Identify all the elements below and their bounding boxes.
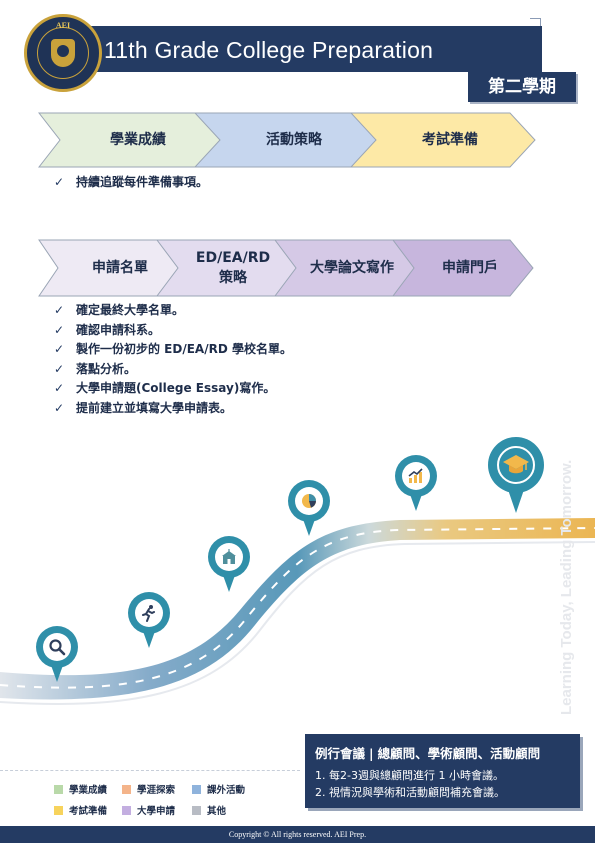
legend-divider: [0, 770, 300, 771]
meeting-box: 例行會議|總顧問、學術顧問、活動顧問 1. 每2-3週與總顧問進行 1 小時會議…: [305, 734, 580, 808]
chevron-label: 活動策略: [266, 132, 322, 148]
checkmark-icon: ✓: [54, 381, 65, 395]
milestone-pin-4: [288, 480, 330, 540]
meeting-list: 1. 每2-3週與總顧問進行 1 小時會議。 2. 視情況與學術和活動顧問補充會…: [315, 767, 505, 801]
list-item: ✓大學申請題(College Essay)寫作。: [54, 379, 292, 399]
chevron-label: 申請門戶: [442, 260, 498, 276]
legend-swatch: [122, 784, 131, 794]
meeting-title: 例行會議|總顧問、學術顧問、活動顧問: [315, 746, 541, 761]
chevron-exams: 考試準備: [350, 112, 536, 168]
milestone-pin-5: [395, 455, 437, 515]
milestone-pin-1: [36, 626, 78, 686]
graduation-cap-icon: [503, 455, 529, 474]
checkmark-icon: ✓: [54, 400, 65, 415]
stage1-checklist: ✓持續追蹤每件準備事項。: [54, 173, 208, 193]
shield-icon: [51, 39, 75, 67]
runner-icon: [142, 605, 155, 622]
legend-item: 學涯探索: [122, 782, 175, 796]
semester-badge: 第二學期: [468, 72, 576, 102]
legend-swatch: [192, 784, 201, 794]
watermark-text: Learning Today, Leading Tomorrow.: [558, 460, 575, 715]
milestone-pin-3: [208, 536, 250, 596]
watermark: Learning Today, Leading Tomorrow.: [556, 340, 576, 720]
legend-item: 學業成績: [54, 782, 107, 796]
checkmark-icon: ✓: [54, 322, 65, 337]
chevron-application-portal: 申請門戶: [392, 239, 534, 297]
legend-item: 考試準備: [54, 803, 107, 817]
school-building-icon: [222, 549, 236, 564]
list-item: ✓製作一份初步的 ED/EA/RD 學校名單。: [54, 340, 292, 360]
chevron-label: 學業成績: [110, 132, 166, 148]
legend-swatch: [192, 805, 201, 815]
list-item: ✓落點分析。: [54, 360, 292, 380]
milestone-pin-6: [488, 437, 544, 515]
list-item: ✓持續追蹤每件準備事項。: [54, 173, 208, 193]
legend-swatch: [54, 805, 63, 815]
list-item: ✓確定最終大學名單。: [54, 301, 292, 321]
milestone-pin-2: [128, 592, 170, 652]
checkmark-icon: ✓: [54, 342, 65, 356]
search-icon: [49, 639, 66, 656]
list-item: 2. 視情況與學術和活動顧問補充會議。: [315, 786, 505, 799]
legend-swatch: [54, 784, 63, 794]
list-item: ✓確認申請科系。: [54, 321, 292, 341]
chevron-shape: [350, 112, 536, 168]
list-item: 1. 每2-3週與總顧問進行 1 小時會議。: [315, 769, 504, 782]
chevron-label: 大學論文寫作: [310, 260, 394, 276]
list-item: ✓提前建立並填寫大學申請表。: [54, 399, 292, 419]
chevron-application-list: 申請名單: [38, 239, 188, 297]
legend-item: 其他: [192, 803, 226, 817]
logo-text: AEI: [55, 21, 71, 30]
title-bar: [52, 26, 542, 72]
logo: AEI: [24, 14, 102, 92]
pie-chart-icon: [302, 494, 316, 508]
legend-item: 課外活動: [192, 782, 245, 796]
chevron-label: 考試準備: [422, 132, 478, 148]
checkmark-icon: ✓: [54, 303, 65, 317]
chevron-label: ED/EA/RD 策略: [195, 250, 271, 286]
stage2-checklist: ✓確定最終大學名單。 ✓確認申請科系。 ✓製作一份初步的 ED/EA/RD 學校…: [54, 301, 292, 418]
footer-copyright: Copyright © All rights reserved. AEI Pre…: [0, 826, 595, 843]
page-title: 11th Grade College Preparation: [104, 37, 434, 63]
checkmark-icon: ✓: [54, 175, 65, 189]
chevron-shape: [392, 239, 534, 297]
checkmark-icon: ✓: [54, 361, 65, 376]
legend-swatch: [122, 805, 131, 815]
chevron-label: 申請名單: [92, 260, 148, 276]
chevron-college-essay: 大學論文寫作: [274, 239, 424, 297]
legend-item: 大學申請: [122, 803, 175, 817]
chevron-ed-ea-rd: ED/EA/RD 策略: [156, 239, 306, 297]
growth-chart-icon: [408, 468, 423, 483]
